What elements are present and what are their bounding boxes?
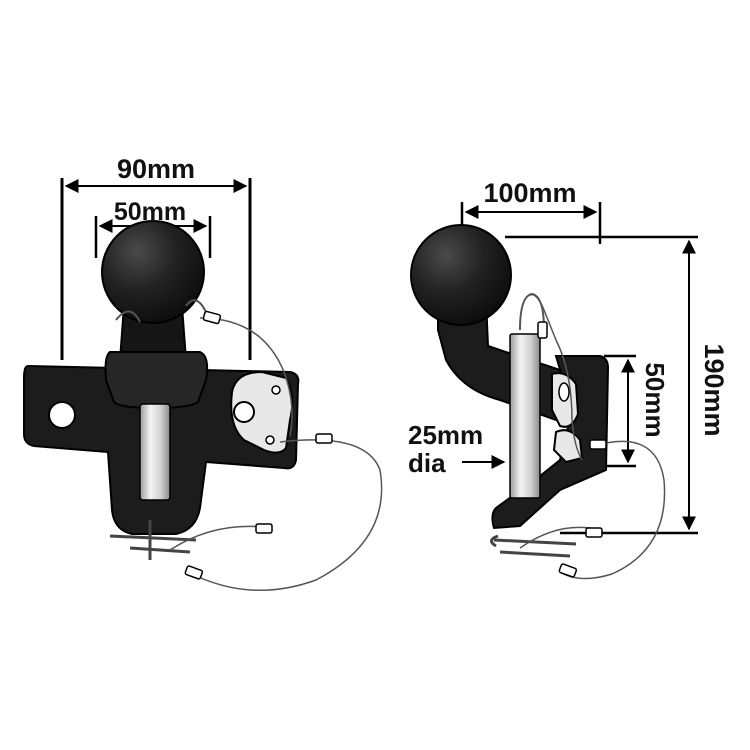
pin-diameter-label-line1: 25mm bbox=[408, 420, 483, 450]
front-tow-ball bbox=[101, 220, 205, 324]
side-wire-ferrule-4 bbox=[585, 527, 603, 538]
front-pin-retaining-clip bbox=[109, 520, 197, 560]
front-mounting-hole bbox=[48, 401, 76, 429]
front-coupling-pin bbox=[139, 403, 171, 501]
side-latch-hole bbox=[558, 382, 570, 402]
front-latch-rivet-2 bbox=[265, 435, 275, 445]
side-wire-ferrule-2 bbox=[589, 439, 607, 450]
front-safety-wire-upper bbox=[199, 317, 293, 437]
front-wire-ferrule-4 bbox=[184, 565, 204, 580]
side-tow-ball bbox=[410, 224, 512, 326]
front-view: 90mm 50mm bbox=[23, 154, 383, 592]
side-height-label: 190mm bbox=[699, 343, 729, 436]
pin-diameter-label-line2: dia bbox=[408, 448, 446, 478]
front-safety-wire-clip bbox=[115, 299, 207, 323]
side-coupling-pin bbox=[509, 333, 541, 499]
front-wire-ferrule-3 bbox=[255, 523, 273, 534]
jaw-opening-label: 50mm bbox=[640, 362, 670, 437]
side-retaining-clip bbox=[490, 534, 577, 558]
front-latch-rivet bbox=[271, 385, 281, 395]
front-wire-ferrule-2 bbox=[315, 433, 333, 444]
front-wire-ferrule-1 bbox=[202, 310, 222, 325]
side-wire-ferrule-3 bbox=[558, 563, 578, 578]
side-wire-ferrule-1 bbox=[537, 321, 548, 339]
front-ball-collar bbox=[104, 351, 209, 410]
side-wire-shackle bbox=[519, 292, 545, 331]
front-latch-pivot bbox=[233, 401, 255, 423]
front-safety-wire-loop bbox=[187, 439, 383, 592]
side-safety-wire-loop bbox=[559, 440, 666, 580]
side-offset-label: 100mm bbox=[483, 178, 576, 208]
front-width-label: 90mm bbox=[117, 154, 195, 184]
side-jaw-body bbox=[491, 355, 610, 530]
side-view: 100mm 190mm 50mm 25mm dia bbox=[408, 178, 729, 580]
